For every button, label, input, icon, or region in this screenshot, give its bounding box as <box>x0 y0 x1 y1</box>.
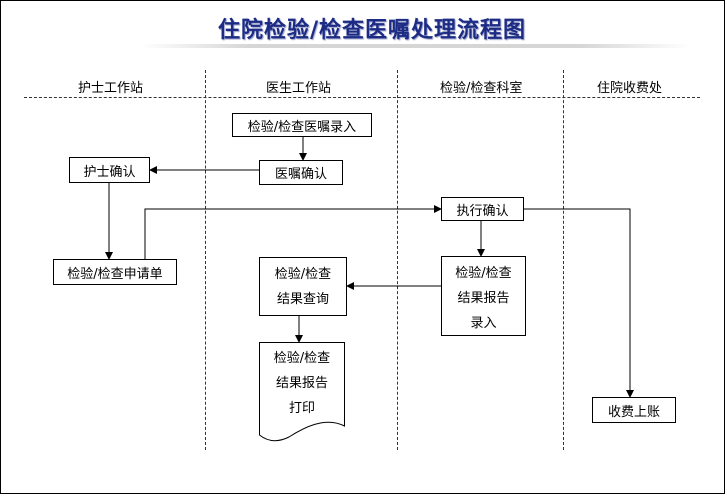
lane-divider-3 <box>563 70 564 450</box>
node-result-print: 检验/检查 结果报告 打印 <box>259 342 345 442</box>
node-result-entry: 检验/检查 结果报告 录入 <box>441 256 526 336</box>
document-shape <box>259 342 345 442</box>
lane-header-divider <box>24 97 700 98</box>
lane-label-billing: 住院收费处 <box>597 81 663 96</box>
node-billing: 收费上账 <box>592 397 676 423</box>
node-result-entry-line-1: 检验/检查 <box>455 266 512 281</box>
node-result-entry-line-3: 录入 <box>470 316 497 331</box>
lane-divider-2 <box>397 70 398 450</box>
diagram-title: 住院检验/检查医嘱处理流程图 <box>218 17 527 43</box>
lane-label-doctor: 医生工作站 <box>266 81 332 96</box>
lane-label-lab: 检验/检查科室 <box>440 81 523 96</box>
arrow-exec-to-billing <box>524 208 634 398</box>
node-result-print-line-2: 结果报告 <box>275 376 328 391</box>
node-result-query-line-2: 结果查询 <box>276 292 329 307</box>
node-result-print-line-1: 检验/检查 <box>273 351 331 366</box>
node-order-entry: 检验/检查医嘱录入 <box>232 113 372 137</box>
node-order-confirm: 医嘱确认 <box>259 160 343 185</box>
node-exec-confirm: 执行确认 <box>441 197 524 221</box>
node-result-query: 检验/检查 结果查询 <box>259 257 347 316</box>
node-result-query-line-1: 检验/检查 <box>274 267 332 282</box>
node-request-form: 检验/检查申请单 <box>53 259 177 285</box>
lane-divider-1 <box>205 70 206 450</box>
node-nurse-confirm: 护士确认 <box>69 157 150 183</box>
node-result-entry-line-2: 结果报告 <box>457 291 510 306</box>
title-underline <box>140 44 690 48</box>
lane-label-nurse: 护士工作站 <box>78 81 144 96</box>
arrow-request-to-exec <box>144 205 442 259</box>
node-result-print-line-3: 打印 <box>288 401 315 416</box>
